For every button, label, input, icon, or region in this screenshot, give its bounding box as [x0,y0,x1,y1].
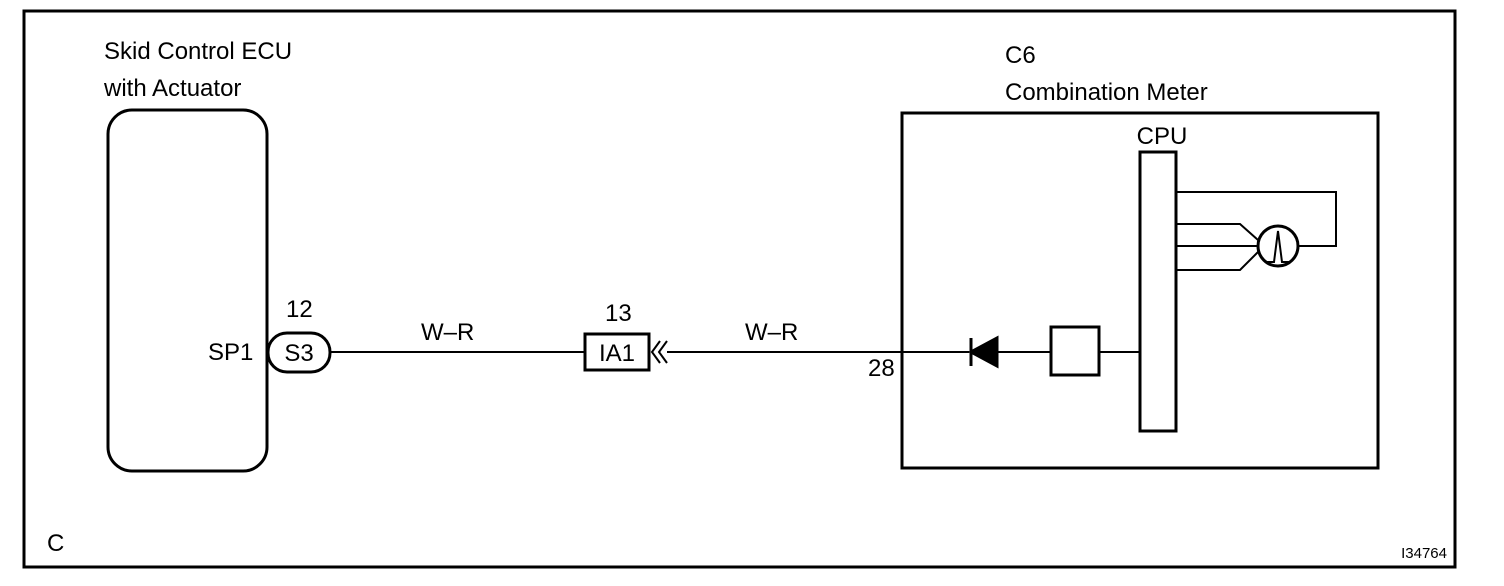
ecu-name-line1: Skid Control ECU [104,38,292,65]
diode-icon [967,335,999,369]
wire-right-color: W–R [745,319,798,346]
gauge-meter-icon [1256,224,1300,268]
ecu-box [106,108,269,473]
junction-pin-number: 13 [605,300,632,327]
meter-code: C6 [1005,42,1036,69]
junction-connector [583,332,651,372]
connector-chevron-icon [650,340,668,364]
diagram-frame [22,9,1457,569]
meter-name: Combination Meter [1005,79,1208,106]
ecu-pin-number: 12 [286,296,313,323]
corner-label: C [47,530,64,557]
figure-id: I34764 [1401,545,1447,562]
meter-pin-number: 28 [868,355,895,382]
ecu-name-line2: with Actuator [103,75,241,102]
cpu-label: CPU [1137,123,1188,150]
ecu-terminal-name: SP1 [208,339,253,366]
interface-block [1049,325,1101,377]
junction-connector-code: IA1 [599,340,635,367]
meter-box [900,111,1380,470]
wire-left-color: W–R [421,319,474,346]
gauge-wiring [1176,191,1337,271]
ecu-connector-code: S3 [284,340,313,367]
gauge-needle-icon [1266,230,1290,263]
cpu-block [1138,150,1178,433]
